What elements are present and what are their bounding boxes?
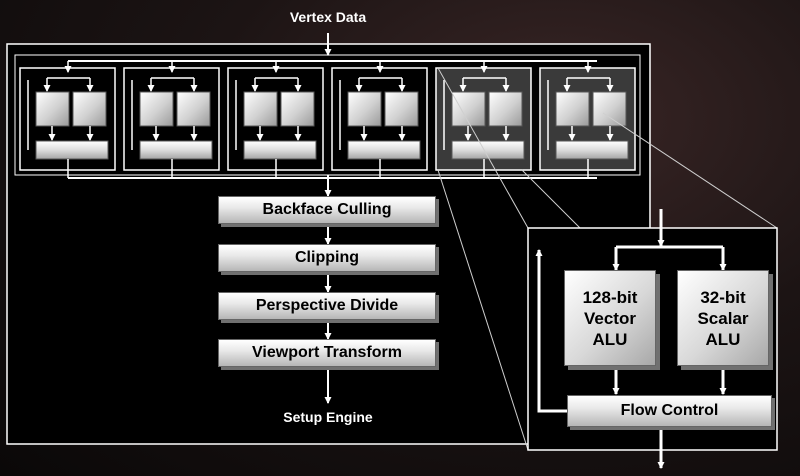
vertex-units (19, 60, 636, 180)
scalar-alu-block: 32-bit Scalar ALU (677, 270, 769, 366)
unit-2-flow-control (139, 140, 213, 160)
unit-1-flow-control (35, 140, 109, 160)
vector-alu-label: 128-bit Vector ALU (582, 287, 638, 349)
scalar-alu-label: 32-bit Scalar ALU (697, 287, 749, 349)
unit-3-scalar-alu (280, 91, 315, 127)
unit-4-scalar-alu (384, 91, 419, 127)
unit-5-scalar-alu (488, 91, 523, 127)
unit-5-vector-alu (451, 91, 486, 127)
zoom-line-top (437, 67, 529, 229)
viewport-transform-stage: Viewport Transform (218, 339, 436, 367)
unit-1-scalar-alu (72, 91, 107, 127)
unit-6-vector-alu (555, 91, 590, 127)
zoom-line-bottom (437, 169, 529, 451)
unit-5-flow-control (451, 140, 525, 160)
detail-loopback (535, 249, 567, 413)
zoom-line-inner (521, 169, 581, 229)
unit-2-scalar-alu (176, 91, 211, 127)
zoom-line-right (602, 112, 778, 229)
unit-4-vector-alu (347, 91, 382, 127)
flow-control-block: Flow Control (567, 395, 772, 427)
setup-engine-label: Setup Engine (283, 409, 373, 425)
unit-4-flow-control (347, 140, 421, 160)
unit-6-flow-control (555, 140, 629, 160)
unit-3-vector-alu (243, 91, 278, 127)
unit-1-vector-alu (35, 91, 70, 127)
unit-6-scalar-alu (592, 91, 627, 127)
clipping-stage: Clipping (218, 244, 436, 272)
perspective-divide-stage: Perspective Divide (218, 292, 436, 320)
unit-3-flow-control (243, 140, 317, 160)
unit-2-vector-alu (139, 91, 174, 127)
backface-culling-stage: Backface Culling (218, 196, 436, 224)
vertex-data-label: Vertex Data (289, 9, 367, 25)
vector-alu-block: 128-bit Vector ALU (564, 270, 656, 366)
